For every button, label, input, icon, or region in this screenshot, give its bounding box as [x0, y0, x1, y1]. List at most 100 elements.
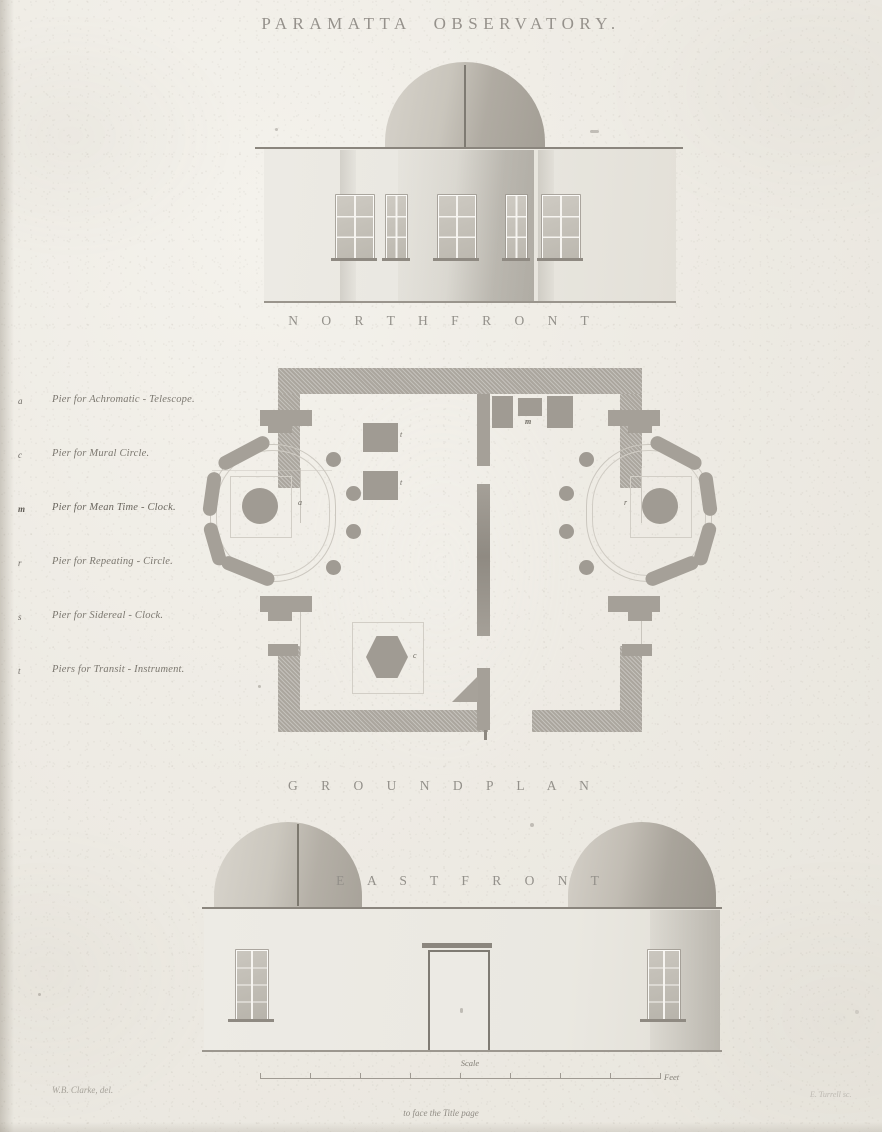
plan-angled-buttress [452, 676, 478, 702]
plan-label-t-upper: t [400, 430, 403, 439]
plan-small-pier [579, 452, 594, 467]
door-east [428, 950, 490, 1052]
plan-pier-mean-time-2 [518, 398, 542, 416]
cornice-line-north [255, 147, 683, 150]
scale-tick [410, 1073, 412, 1079]
scale-tick [660, 1073, 662, 1079]
scale-tick [510, 1073, 512, 1079]
window-pane-grid [543, 196, 579, 258]
legend-key-s: s [18, 612, 22, 622]
plan-small-pier [326, 560, 341, 575]
plan-pier-transit-upper [363, 423, 398, 452]
legend-item-t: t Piers for Transit - Instrument. [14, 662, 204, 716]
legend-key-r: r [18, 558, 22, 568]
paper-edge-bottom [0, 1122, 882, 1132]
paper-speck [530, 823, 534, 827]
scale-tick [260, 1073, 262, 1079]
window-east-right [648, 950, 680, 1020]
baseline-east [202, 1050, 722, 1052]
window-north-5 [542, 195, 580, 259]
legend-item-r: r Pier for Repeating - Circle. [14, 554, 204, 608]
paper-speck [590, 130, 599, 133]
dome-east-right [568, 822, 716, 908]
rotunda-left-entry-bottom [260, 596, 312, 612]
legend-text-c: Pier for Mural Circle. [52, 448, 150, 459]
rotunda-right-entry-lower-stub [622, 644, 652, 656]
plan-south-door-jamb [484, 730, 487, 740]
plan-wall-spine-middle [477, 484, 490, 636]
plan-pier-repeating [642, 488, 678, 524]
legend-item-s: s Pier for Sidereal - Clock. [14, 608, 204, 662]
legend-key-m: m [18, 504, 26, 514]
plan-pier-mean-time-1 [492, 396, 513, 428]
legend-key-c: c [18, 450, 22, 460]
legend-key-t: t [18, 666, 21, 676]
rotunda-right-entry-bottom-stub [628, 612, 652, 621]
window-pane-grid [649, 951, 679, 1019]
scale-tick [610, 1073, 612, 1079]
rotunda-left-guide [212, 470, 332, 471]
cornice-line-east [202, 907, 722, 910]
window-pane-grid [387, 196, 406, 258]
paper-speck [855, 1010, 859, 1014]
legend-text-a: Pier for Achromatic - Telescope. [52, 394, 195, 405]
paper-speck [38, 993, 41, 996]
rotunda-left-entry-top [260, 410, 312, 426]
rotunda-right-entry-top [608, 410, 660, 426]
plan-label-a: a [298, 498, 302, 507]
door-lintel-east [422, 943, 492, 948]
scale-tick [460, 1073, 462, 1079]
legend-text-s: Pier for Sidereal - Clock. [52, 610, 164, 621]
plan-small-pier [579, 560, 594, 575]
legend-text-r: Pier for Repeating - Circle. [52, 556, 173, 567]
window-sill-north-1 [331, 258, 377, 261]
page-title: PARAMATTA OBSERVATORY. [261, 14, 621, 33]
legend-text-m: Pier for Mean Time - Clock. [52, 502, 176, 513]
rotunda-left-rib-square [230, 476, 292, 538]
plan-small-pier [559, 524, 574, 539]
window-pane-grid [507, 196, 526, 258]
plan-pier-transit-lower [363, 471, 398, 500]
legend-item-c: c Pier for Mural Circle. [14, 446, 204, 500]
caption-ground-plan: G R O U N D P L A N [288, 778, 594, 793]
north-front-elevation [250, 55, 690, 305]
plan-small-pier [559, 486, 574, 501]
window-sill-east-right [640, 1019, 686, 1022]
plan-wall-south-left [278, 710, 488, 732]
scale-label: Scale [460, 1058, 480, 1068]
dome-east-left-seam [297, 824, 299, 906]
window-sill-north-3 [433, 258, 479, 261]
plan-wall-spine-upper [477, 394, 490, 466]
plan-small-pier [346, 486, 361, 501]
window-pane-grid [337, 196, 373, 258]
rotunda-right-entry-top-stub [628, 424, 652, 433]
plan-pier-mean-time-3 [547, 396, 573, 428]
legend-item-m: m Pier for Mean Time - Clock. [14, 500, 204, 554]
rotunda-right-entry-bottom [608, 596, 660, 612]
window-east-left [236, 950, 268, 1020]
plan-pier-mural-hexagon [366, 636, 408, 678]
window-north-2-narrow [386, 195, 407, 259]
rotunda-left-entry-top-stub [268, 424, 292, 433]
plan-label-m: m [525, 417, 532, 426]
window-pane-grid [237, 951, 267, 1019]
legend-item-a: a Pier for Achromatic - Telescope. [14, 392, 204, 446]
dome-seam-line [464, 65, 466, 163]
plan-small-pier [346, 524, 361, 539]
paper-speck [275, 128, 278, 131]
plan-guide-line [641, 608, 642, 656]
dome-east-left [214, 822, 362, 908]
caption-east-front: E A S T F R O N T [336, 873, 604, 888]
plan-guide-line [300, 608, 301, 656]
plan-label-c: c [413, 651, 417, 660]
scale-tick [560, 1073, 562, 1079]
window-sill-north-5 [537, 258, 583, 261]
window-sill-north-2 [382, 258, 410, 261]
plan-mural-enclosure [352, 622, 424, 694]
window-north-3 [438, 195, 476, 259]
legend-list: a Pier for Achromatic - Telescope. c Pie… [14, 392, 204, 716]
window-sill-east-left [228, 1019, 274, 1022]
plan-label-t-lower: t [400, 478, 403, 487]
scale-tick [360, 1073, 362, 1079]
